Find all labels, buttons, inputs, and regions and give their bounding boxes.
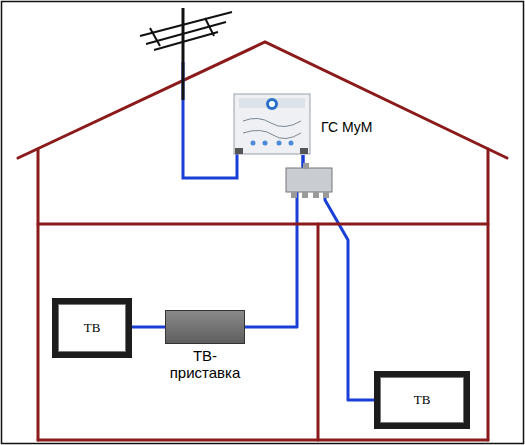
house-outline (18, 42, 507, 440)
antenna-mast (182, 62, 185, 100)
device-name: ТВ (84, 320, 101, 336)
device-label: ГС МуМ (321, 119, 372, 135)
antenna-cable (183, 62, 237, 178)
amplifier: ГС МуМ (233, 93, 311, 155)
coax-cable (132, 327, 165, 328)
cable-line (132, 326, 165, 329)
device-name: ТВ (414, 392, 431, 408)
antenna (140, 8, 232, 62)
tv-set: ТВ (52, 298, 132, 358)
amplifier-body (233, 93, 311, 155)
device-name: ТВ-приставка (163, 347, 247, 381)
tv-set: ТВ (374, 371, 470, 429)
set-top-box: ТВ-приставка (165, 310, 245, 344)
splitter (286, 163, 332, 198)
